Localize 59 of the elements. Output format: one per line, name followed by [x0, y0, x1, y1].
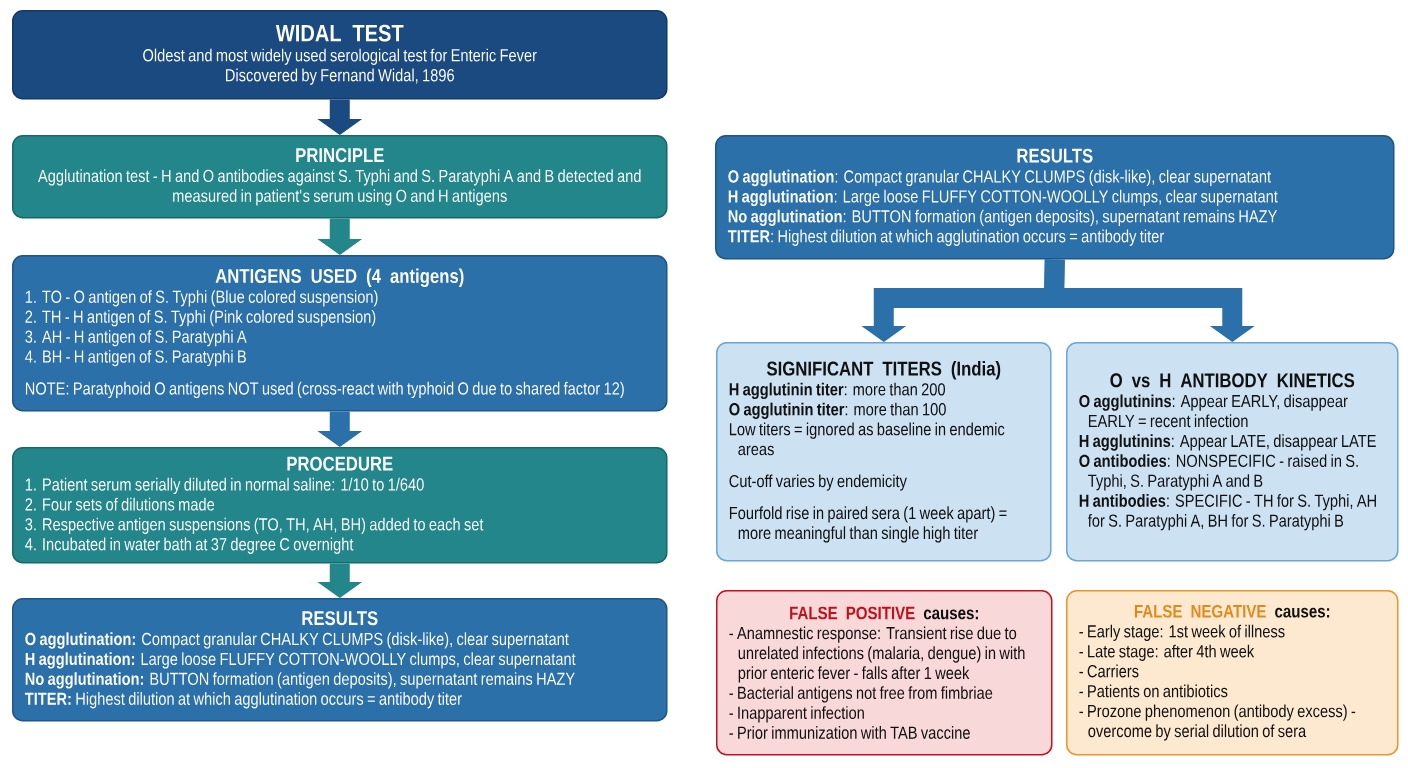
body-text: Cut-off varies by endemicity	[729, 474, 907, 491]
process-box	[715, 135, 1395, 260]
process-box	[1066, 342, 1399, 562]
body-text: - Prior immunization with TAB vaccine	[729, 726, 970, 739]
body-text: Discovered by Fernand Widal, 1896	[226, 68, 454, 85]
process-box	[716, 590, 1053, 756]
body-text: O antibodies: NONSPECIFIC - raised in S. Typhi, S. Paratyphi A and B	[1079, 454, 1358, 491]
box-heading: PRINCIPLE	[296, 148, 384, 163]
body-text: 2. Four sets of dilutions made	[25, 497, 215, 511]
process-box	[12, 10, 668, 100]
box-heading: O vs H ANTIBODY KINETICS	[1110, 373, 1355, 388]
body-text: - Late stage: after 4th week	[1079, 644, 1255, 661]
block-arrow	[1043, 259, 1255, 342]
box-heading: RESULTS	[1017, 148, 1093, 163]
body-text: Agglutination test - H and O antibodies against S. Typhi and S. Paratyphi A and B detected and measured in patient's serum using O and H antigens	[38, 169, 641, 206]
body-text: No agglutination: BUTTON formation (antigen deposits), supernatant remains HAZY	[25, 672, 575, 689]
body-text: NOTE: Paratyphoid O antigens NOT used (cross-react with typhoid O due to shared factor 12)	[25, 381, 624, 399]
body-text: O agglutinins: Appear EARLY, disappear EARLY = recent infection	[1079, 394, 1348, 428]
box-heading: PROCEDURE	[287, 456, 393, 471]
box-heading: RESULTS	[302, 611, 378, 626]
body-text: Low titers = ignored as baseline in endemic areas	[729, 422, 1005, 456]
body-text: 3. AH - H antigen of S. Paratyphi A	[25, 330, 247, 347]
body-text: - Prozone phenomenon (antibody excess) - overcome by serial dilution of sera	[1079, 704, 1356, 741]
body-text: H agglutination: Large loose FLUFFY COTTON-WOOLLY clumps, clear supernatant	[25, 652, 576, 669]
body-text: No agglutination: BUTTON formation (antigen deposits), supernatant remains HAZY	[728, 209, 1278, 226]
body-text: H agglutination: Large loose FLUFFY COTTON-WOOLLY clumps, clear supernatant	[728, 189, 1278, 207]
body-text: Fourfold rise in paired sera (1 week apart) = more meaningful than single high titer	[729, 506, 1007, 543]
body-text: - Patients on antibiotics	[1079, 684, 1228, 698]
body-text: O agglutination: Compact granular CHALKY CLUMPS (disk-like), clear supernatant	[728, 169, 1271, 187]
box-heading: SIGNIFICANT TITERS (India)	[766, 361, 1001, 380]
process-box	[1066, 590, 1399, 756]
process-box	[12, 447, 668, 564]
body-text: TITER: Highest dilution at which agglutination occurs = antibody titer	[24, 692, 462, 709]
body-text: Oldest and most widely used serological test for Enteric Fever	[143, 48, 537, 65]
box-heading: ANTIGENS USED (4 antigens)	[215, 268, 464, 288]
body-text: 4. Incubated in water bath at 37 degree C overnight	[25, 537, 354, 554]
box-heading: FALSE NEGATIVE causes:	[1134, 604, 1330, 618]
process-box	[12, 255, 668, 412]
body-text: 2. TH - H antigen of S. Typhi (Pink colored suspension)	[25, 310, 376, 327]
body-text: O agglutinin titer: more than 100	[729, 402, 946, 419]
box-heading: WIDAL TEST	[275, 24, 404, 42]
process-box	[716, 342, 1052, 562]
body-text: - Bacterial antigens not free from fimbriae	[729, 686, 993, 703]
body-text: 3. Respective antigen suspensions (TO, TH, AH, BH) added to each set	[25, 517, 484, 534]
body-text: H agglutinins: Appear LATE, disappear LATE	[1079, 434, 1376, 451]
body-text: - Inapparent infection	[729, 706, 864, 723]
body-text: 4. BH - H antigen of S. Paratyphi B	[25, 349, 246, 367]
body-text: H antibodies: SPECIFIC - TH for S. Typhi, AH for S. Paratyphi A, BH for S. Paratyphi B	[1079, 494, 1376, 531]
process-box	[12, 135, 668, 219]
body-text: 1. Patient serum serially diluted in normal saline: 1/10 to 1/640	[25, 477, 424, 495]
box-heading: FALSE POSITIVE causes:	[790, 606, 978, 620]
body-text: TITER: Highest dilution at which agglutination occurs = antibody titer	[727, 229, 1164, 246]
body-text: - Anamnestic response: Transient rise due to unrelated infections (malaria, dengue) in with prior enteric fever - falls after 1 week	[729, 626, 1025, 683]
body-text: O agglutination: Compact granular CHALKY CLUMPS (disk-like), clear supernatant	[25, 632, 569, 649]
body-text: - Carriers	[1079, 664, 1139, 678]
body-text: - Early stage: 1st week of illness	[1079, 624, 1285, 641]
body-text: H agglutinin titer: more than 200	[729, 382, 945, 400]
process-box	[12, 598, 668, 722]
body-text: 1. TO - O antigen of S. Typhi (Blue colored suspension)	[25, 290, 378, 307]
